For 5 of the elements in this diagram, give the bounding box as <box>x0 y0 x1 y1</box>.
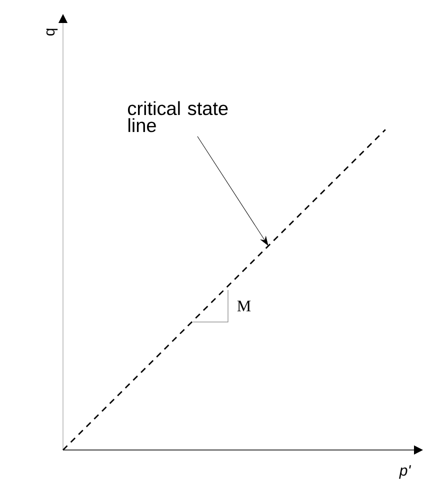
slope-label: M <box>237 300 251 312</box>
axis-label: p' <box>399 465 412 479</box>
axis-label: q <box>46 28 58 36</box>
callout-text: critical state line <box>128 101 228 132</box>
leader-line <box>197 136 268 246</box>
